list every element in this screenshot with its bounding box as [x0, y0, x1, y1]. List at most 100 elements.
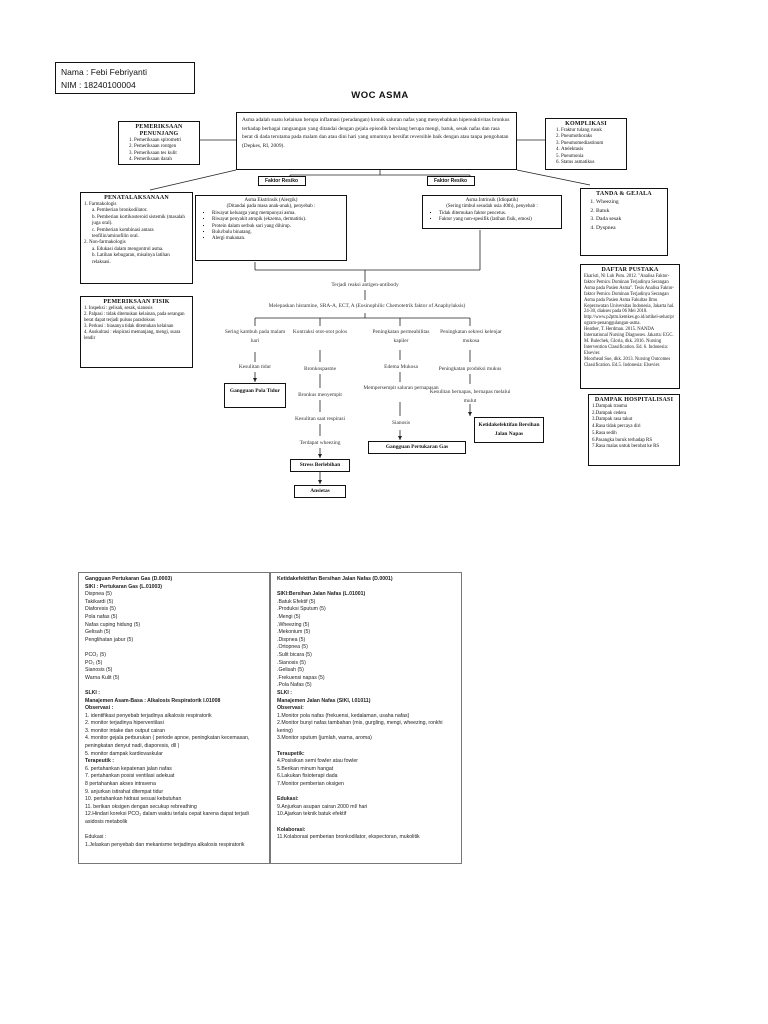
flow-col4-2: Kesulitan bernapas, bernapas melalui mul…: [429, 389, 511, 404]
intrinsik-list: Tidak ditemukan faktor pencetus. Faktor …: [427, 211, 557, 224]
text-line: Terapeutik :: [85, 758, 115, 765]
diagnosis-stress-berlebihan: Stress Berlebihan: [290, 459, 350, 472]
list-item: 2.Dampak cedera: [592, 410, 627, 416]
text-line: .Mekonium (5): [277, 629, 311, 636]
text-line: 10.Ajarkan teknik batuk efektif: [277, 811, 347, 818]
text-line: b. Latihan kebugaran, misalnya latihan r…: [92, 253, 170, 265]
text-line: 9.Anjurkan asupan cairan 2000 ml/ hari: [277, 803, 368, 810]
ekstrinsik-subtitle: (Ditandai pada masa anak-anak), penyebab…: [226, 204, 316, 210]
text-line: 9. anjurkan istirahat ditempat tidur: [85, 788, 164, 795]
intrinsik-title: Asma Intrinsik (Idiopatik): [465, 198, 519, 203]
ekstrinsik-title: Asma Ekstrinsik (Alergik): [244, 198, 298, 203]
text-line: .Pola Nafas (5): [277, 682, 312, 689]
student-nim: NIM : 18240100004: [61, 80, 136, 90]
ekstrinsik-list: Riwayat keluarga yang mempunyai asma. Ri…: [200, 211, 342, 243]
daftar-pustaka-box: DAFTAR PUSTAKA Ekaristi, Ni Luh Putu. 20…: [580, 264, 680, 389]
penunjang-list: Pemeriksaan spirometri Pemeriksaan rontg…: [122, 138, 196, 164]
text-line: Teraupetik:: [277, 750, 305, 757]
text-line: 12.Hindari koreksi PCO₂ dalam waktu terl…: [85, 811, 251, 825]
list-item: Fraktur tulang rusuk: [561, 128, 623, 134]
text-line: .Mengi (5): [277, 613, 301, 620]
text-line: Gangguan Pertukaran Gas (D.0003): [85, 576, 173, 582]
list-item: Protein dalam serbuk sari yang dihirup.: [212, 224, 342, 230]
list-item: Pemeriksaan rontgen: [134, 144, 196, 150]
text-line: 4. Auskultasi : ekspirasi memanjang, men…: [84, 330, 181, 342]
page-title: WOC ASMA: [351, 90, 409, 101]
text-line: 2. Palpasi : tidak ditemukan kelainan, p…: [84, 312, 185, 324]
flow-col1-0: Sering kambuh pada malam hari: [224, 329, 286, 344]
student-name: Nama : Febi Febriyanti: [61, 67, 147, 77]
reference-item: Ekaristi, Ni Luh Putu. 2012. "Analisa Fa…: [584, 274, 675, 315]
text-line: 5.Berikan minum hangat: [277, 765, 334, 772]
diagnosis-bersihan-jalan-napas: Ketidakefektifan Bersihan Jalan Napas: [474, 417, 544, 443]
dampak-title: DAMPAK HOSPITALISASI: [594, 397, 674, 403]
flow-col2-4: Terdapat wheezing: [299, 440, 341, 446]
text-line: Warna Kulit (5): [85, 674, 120, 681]
diagnosis-gangguan-pola-tidur: Gangguan Pola Tidur: [224, 383, 286, 408]
daftar-pustaka-title: DAFTAR PUSTAKA: [601, 267, 659, 273]
flow-col3-0: Peningkatan permeabilitas kapiler: [372, 329, 430, 344]
text-line: [277, 584, 455, 592]
text-line: 11.Kolaborasi pemberian bronkodilator, e…: [277, 834, 420, 841]
text-line: .Produksi Sputum (5): [277, 606, 326, 613]
list-item: Bulu/bulu binatang.: [212, 230, 342, 236]
list-item: Status asmatikus: [561, 160, 623, 166]
text-line: .Gelisah (5): [277, 667, 304, 674]
faktor-resiko-left: Faktor Resiko: [258, 176, 306, 186]
penatalaksanaan-box: PENATALAKSANAAN 1. Farmakologis a. Pembe…: [80, 192, 193, 284]
text-line: 8 pertahankan akses intravena: [85, 781, 156, 788]
flow-col2-0: Kontraksi otot-otot polos: [292, 329, 348, 335]
text-line: .Batuk Efektif (5): [277, 598, 316, 605]
text-line: 2. Non-farmakologis: [84, 240, 126, 246]
text-line: Ketidakefektifan Bersihan Jalan Nafas (D…: [277, 576, 393, 582]
definition-text: Asma adalah suatu kelainan berupa inflam…: [242, 117, 510, 149]
text-line: Manajemen Jalan Nafas (SIKI, I.01011): [277, 697, 371, 704]
text-line: 4.Posisikan semi fowler atau fowler: [277, 758, 359, 765]
text-line: 1.Monitor pola nafas (frekuensi, kedalam…: [277, 712, 410, 719]
list-item: 1.Dampak trauma: [592, 404, 628, 409]
text-line: a. Pemberian bronkodilator.: [92, 208, 148, 214]
text-line: .Frekuensi napas (5): [277, 674, 325, 681]
student-info: Nama : Febi Febriyanti NIM : 18240100004: [55, 62, 195, 94]
text-line: PO₂ (5): [85, 659, 103, 666]
list-item: Riwayat keluarga yang mempunyai asma.: [212, 211, 342, 217]
asma-intrinsik-box: Asma Intrinsik (Idiopatik) (Sering timbu…: [422, 195, 562, 229]
text-line: SLKI :: [277, 689, 292, 696]
text-line: 3. monitor intake dan output cairan: [85, 727, 165, 734]
faktor-resiko-right: Faktor Resiko: [427, 176, 475, 186]
penunjang-title: PEMERIKSAAN PENUNJANG: [135, 124, 183, 137]
flow-col2-3: Kesulitan saat respirasi: [295, 416, 345, 422]
list-item: 4.Rasa tidak percaya diri: [592, 424, 641, 430]
text-line: 11. berikan oksigen dengan secukup rebre…: [85, 803, 197, 810]
diagnosis-gangguan-pertukaran-gas: Gangguan Pertukaran Gas: [368, 441, 466, 454]
text-line: 3.Monitor sputum (jumlah, warna, aroma): [277, 735, 372, 742]
list-item: Pemeriksaan darah: [134, 157, 196, 163]
text-line: [277, 789, 455, 797]
text-line: [277, 743, 455, 751]
text-line: Diaforesis (5): [85, 606, 116, 613]
flow-mediator: Melepaskan histamine, SRA-A, ECT, A (Eos…: [268, 303, 466, 309]
flow-col3-2: Mempersempit saluran pernapasan: [363, 385, 439, 391]
flow-col1-1: Kesulitan tidur: [238, 364, 272, 370]
list-item: 3.Dampak rasa takut: [592, 417, 633, 423]
text-line: Gelisah (5): [85, 629, 111, 636]
text-line: 3. Perkusi : biasanya tidak ditemukan ke…: [84, 324, 174, 330]
dampak-hospitalisasi-box: DAMPAK HOSPITALISASI 1.Dampak trauma 2.D…: [588, 394, 680, 466]
flow-col3-1: Edema Mukosa: [384, 364, 418, 370]
text-line: .Dispnea (5): [277, 636, 306, 643]
flow-col3-3: Sianosis: [392, 420, 410, 426]
pemeriksaan-penunjang-box: PEMERIKSAAN PENUNJANG Pemeriksaan spirom…: [118, 121, 200, 165]
list-item: Batuk: [596, 207, 664, 216]
tanda-gejala-box: TANDA & GEJALA Wheezing Batuk Dada sesak…: [580, 188, 668, 256]
flow-col4-1: Peningkatan produksi mukus: [438, 366, 502, 372]
bersihan-jalan-nafas-plan: Ketidakefektifan Bersihan Jalan Nafas (D…: [270, 572, 462, 864]
text-line: Pola nafas (5): [85, 613, 118, 620]
text-line: c. Pemberian kombinasi antara teofilin/a…: [92, 227, 154, 240]
flow-col4-0: Peningkatan sekresi kelenjar mukosa: [440, 329, 502, 344]
list-item: Pneumomediastinum: [561, 141, 623, 147]
text-line: 4. monitor gejala perburukan ( periode a…: [85, 735, 251, 750]
text-line: .Wheezing (5): [277, 621, 310, 628]
komplikasi-box: KOMPLIKASI Fraktur tulang rusuk Pneumoth…: [545, 118, 627, 170]
text-line: 2.Monitor bunyi nafas tambahan (mis, gur…: [277, 720, 444, 734]
komplikasi-list: Fraktur tulang rusuk Pneumothoraks Pneum…: [549, 128, 623, 166]
